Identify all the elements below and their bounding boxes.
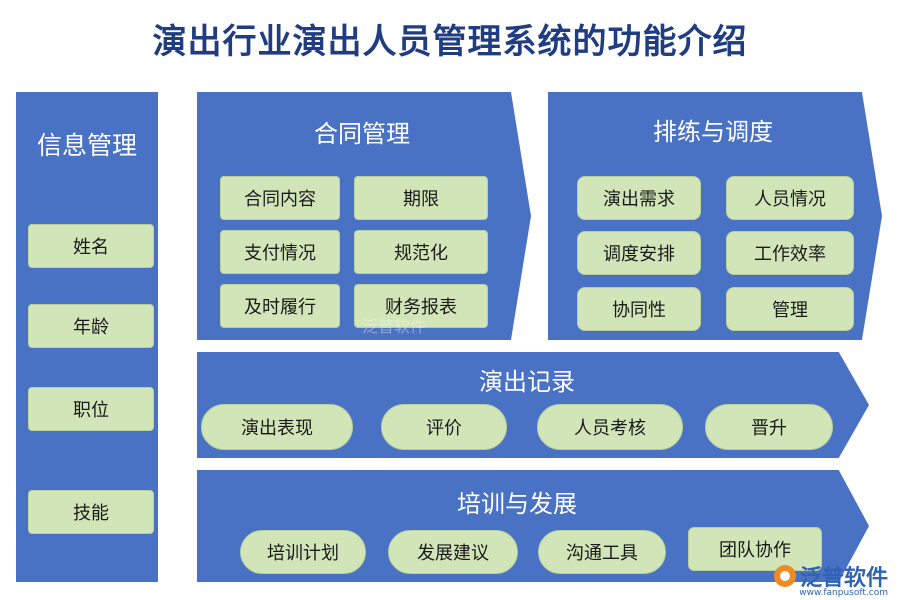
- rehearsal-item-efficiency: 工作效率: [726, 231, 854, 275]
- contract-item-financial-report: 财务报表: [354, 284, 488, 328]
- rehearsal-item-collaboration: 协同性: [577, 287, 701, 331]
- rehearsal-item-scheduling: 调度安排: [577, 231, 701, 275]
- contract-item-timely-fulfillment: 及时履行: [220, 284, 340, 328]
- rehearsal-item-staff-status: 人员情况: [726, 176, 854, 220]
- info-item-skills: 技能: [28, 490, 154, 534]
- info-item-age: 年龄: [28, 304, 154, 348]
- rehearsal-item-performance-needs: 演出需求: [577, 176, 701, 220]
- contract-item-term: 期限: [354, 176, 488, 220]
- record-panel-title: 演出记录: [479, 368, 575, 396]
- info-item-position: 职位: [28, 387, 154, 431]
- info-item-name: 姓名: [28, 224, 154, 268]
- training-item-suggestions: 发展建议: [388, 530, 518, 574]
- contract-item-payment: 支付情况: [220, 230, 340, 274]
- brand-watermark: 泛普软件 www.fanpusoft.com: [773, 560, 888, 598]
- rehearsal-item-management: 管理: [726, 287, 854, 331]
- record-item-performance: 演出表现: [201, 404, 353, 450]
- record-item-assessment: 人员考核: [537, 404, 683, 450]
- training-panel-title: 培训与发展: [457, 490, 577, 518]
- brand-name: 泛普软件: [799, 566, 888, 591]
- record-item-promotion: 晋升: [705, 404, 833, 450]
- brand-logo-icon: [773, 565, 796, 587]
- brand-url: www.fanpusoft.com: [799, 588, 888, 598]
- contract-item-content: 合同内容: [220, 176, 340, 220]
- contract-item-standardization: 规范化: [354, 230, 488, 274]
- info-panel-title: 信息管理: [36, 131, 137, 160]
- training-item-communication-tools: 沟通工具: [538, 530, 666, 574]
- center-watermark: 泛普软件: [362, 317, 427, 336]
- contract-panel-title: 合同管理: [314, 120, 410, 148]
- record-item-evaluation: 评价: [381, 404, 507, 450]
- page-title: 演出行业演出人员管理系统的功能介绍: [152, 22, 748, 62]
- rehearsal-panel-title: 排练与调度: [653, 118, 773, 146]
- training-item-teamwork: 团队协作: [688, 527, 822, 571]
- training-item-plan: 培训计划: [240, 530, 366, 574]
